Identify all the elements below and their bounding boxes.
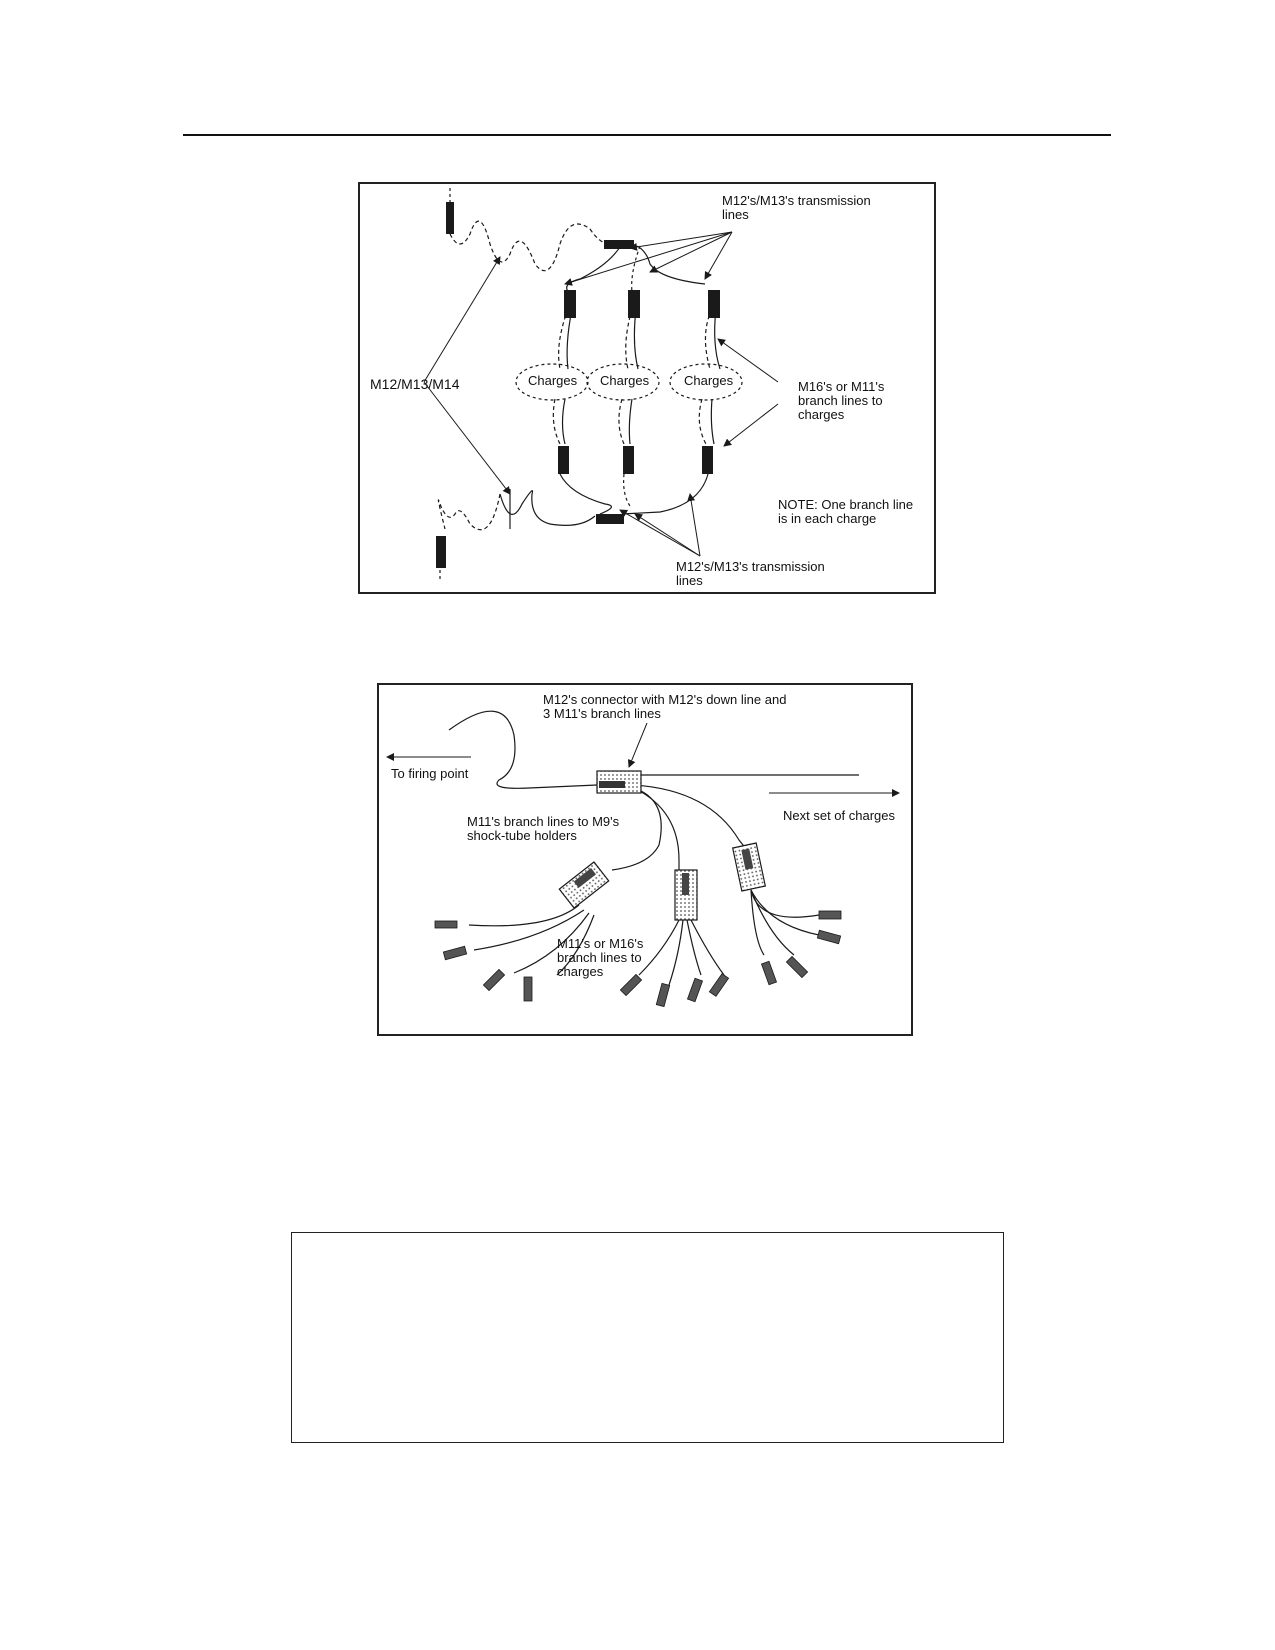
label-branch-lines-to-charges: M16's or M11's branch lines to charges xyxy=(798,379,885,422)
label-next-set-of-charges: Next set of charges xyxy=(783,808,895,823)
figure-2-drawing xyxy=(386,710,900,1008)
label-charges-3: Charges xyxy=(684,373,734,388)
label-m12-m13-m14: M12/M13/M14 xyxy=(370,376,460,392)
cap-top-connector xyxy=(604,240,634,249)
label-connector: M12's connector with M12's down line and… xyxy=(543,692,787,721)
label-shock-tube-holders: M11's branch lines to M9's shock-tube ho… xyxy=(467,814,620,843)
label-charges-2: Charges xyxy=(600,373,650,388)
label-to-firing-point: To firing point xyxy=(391,766,469,781)
label-note: NOTE: One branch line is in each charge xyxy=(778,497,914,526)
label-top-transmission-lines: M12's/M13's transmission lines xyxy=(722,193,871,222)
label-charges-1: Charges xyxy=(528,373,578,388)
cap-top-left xyxy=(446,202,454,234)
header-rule xyxy=(183,134,1111,136)
empty-text-box xyxy=(291,1232,1004,1443)
label-branch-lines-to-charges-2: M11's or M16's branch lines to charges xyxy=(557,936,644,979)
figure-1-drawing xyxy=(423,188,779,579)
figure-1-series-firing-diagram: M12's/M13's transmission lines M12/M13/M… xyxy=(358,182,936,594)
label-bottom-transmission-lines: M12's/M13's transmission lines xyxy=(676,559,825,588)
figure-2-connector-diagram: M12's connector with M12's down line and… xyxy=(377,683,913,1036)
